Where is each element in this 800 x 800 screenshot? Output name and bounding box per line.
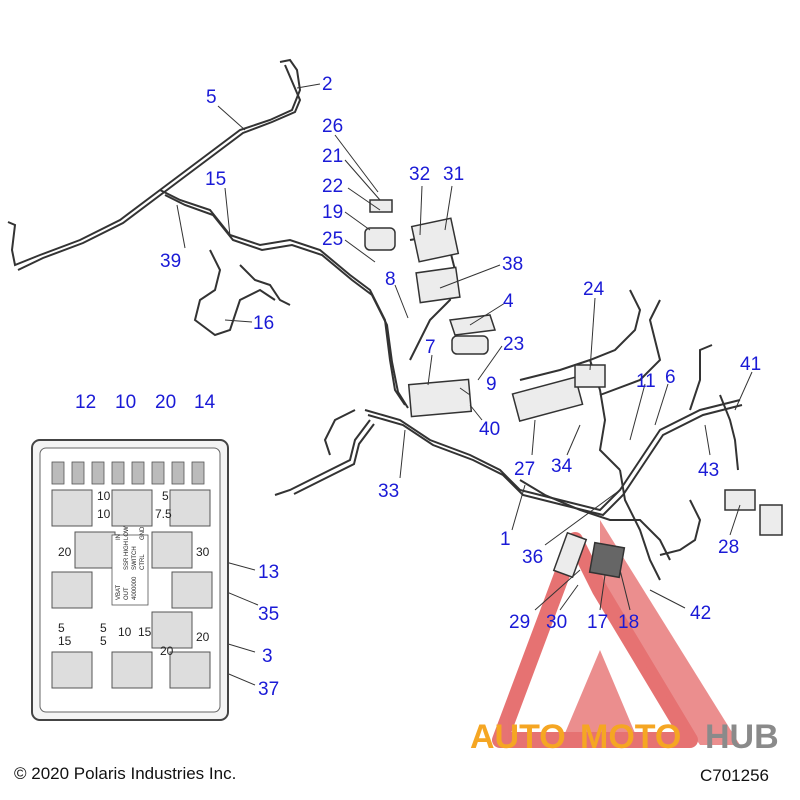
ecu-module xyxy=(410,217,460,263)
module-4 xyxy=(451,335,489,355)
watermark-moto: MOTO xyxy=(580,718,681,756)
callout-33: 33 xyxy=(378,481,399,502)
watermark-logo xyxy=(492,520,740,748)
components xyxy=(364,199,783,579)
callout-11: 11 xyxy=(636,371,656,392)
callout-19: 19 xyxy=(322,202,343,223)
callout-labels: 1 2 3 4 5 6 7 8 9 10 11 12 13 14 15 16 1… xyxy=(75,74,761,700)
callout-24: 24 xyxy=(583,279,605,300)
callout-21: 21 xyxy=(322,146,343,167)
fuse-sockets xyxy=(51,489,213,689)
watermark-hub: HUB xyxy=(705,718,779,756)
pad-4 xyxy=(448,314,497,336)
callout-5: 5 xyxy=(206,87,217,108)
callout-8: 8 xyxy=(385,269,396,290)
panel-line-6: CTRL xyxy=(140,554,146,570)
fuse-rating-13: 5 xyxy=(100,634,107,648)
fuse-rating-7: 20 xyxy=(196,630,210,644)
fuse-rating-9: 5 xyxy=(100,621,107,635)
callout-40: 40 xyxy=(479,419,500,440)
callout-13: 13 xyxy=(258,562,279,583)
fuse-rating-1: 10 xyxy=(97,489,111,503)
callout-3: 3 xyxy=(262,646,273,667)
callout-43: 43 xyxy=(698,460,719,481)
bracket-22 xyxy=(369,199,393,213)
callout-29: 29 xyxy=(509,612,530,633)
module-17 xyxy=(588,541,626,579)
harness-wires xyxy=(7,58,743,581)
fuse-rating-10: 15 xyxy=(58,634,72,648)
fuse-rating-3: 7.5 xyxy=(155,507,172,521)
panel-line-9: LOW xyxy=(124,526,130,540)
callout-38: 38 xyxy=(502,254,523,275)
diagram-code: C701256 xyxy=(700,766,770,785)
callout-1: 1 xyxy=(500,529,511,550)
callout-27: 27 xyxy=(514,459,535,480)
fuse-rating-8: 5 xyxy=(58,621,65,635)
fuse-rating-4: 10 xyxy=(97,507,111,521)
callout-23: 23 xyxy=(503,334,524,355)
callout-4: 4 xyxy=(503,291,514,312)
callout-10: 10 xyxy=(115,392,136,413)
fuse-rating-6: 30 xyxy=(196,545,210,559)
panel-line-8: IN xyxy=(116,534,122,540)
module-28 xyxy=(759,504,783,536)
panel-line-7: GND xyxy=(140,526,146,540)
callout-18: 18 xyxy=(618,612,639,633)
callout-17: 17 xyxy=(587,612,608,633)
callout-31: 31 xyxy=(443,164,464,185)
callout-16: 16 xyxy=(253,313,274,334)
panel-line-1: VBAT xyxy=(116,584,122,600)
watermark-auto: AUTO xyxy=(470,718,566,756)
panel-line-2: OUT xyxy=(124,587,130,600)
callout-2: 2 xyxy=(322,74,333,95)
callout-41: 41 xyxy=(740,354,761,375)
callout-15: 15 xyxy=(205,169,226,190)
callout-9: 9 xyxy=(486,374,497,395)
callout-36: 36 xyxy=(522,547,543,568)
callout-30: 30 xyxy=(546,612,567,633)
fuse-block-7 xyxy=(407,378,473,418)
callout-28: 28 xyxy=(718,537,739,558)
callout-26: 26 xyxy=(322,116,343,137)
fuse-panel-label xyxy=(111,534,149,606)
bracket-29 xyxy=(552,531,588,579)
small-fuse-row xyxy=(51,461,205,485)
callout-39: 39 xyxy=(160,251,181,272)
fuse-rating-14: 20 xyxy=(160,644,174,658)
panel-line-3: 4000000 xyxy=(132,576,138,600)
callout-22: 22 xyxy=(322,176,343,197)
callout-7: 7 xyxy=(425,337,436,358)
callout-20: 20 xyxy=(155,392,176,413)
fuse-box: 10 5 7.5 10 20 30 20 5 5 15 15 10 5 20 V… xyxy=(31,439,229,721)
bracket-38 xyxy=(415,266,461,304)
fuse-rating-2: 5 xyxy=(162,489,169,503)
callout-34: 34 xyxy=(551,456,573,477)
panel-line-5: SWITCH xyxy=(132,546,138,570)
bracket-28 xyxy=(724,489,756,511)
callout-35: 35 xyxy=(258,604,279,625)
callout-42: 42 xyxy=(690,603,711,624)
callout-25: 25 xyxy=(322,229,343,250)
fuse-rating-5: 20 xyxy=(58,545,72,559)
callout-6: 6 xyxy=(665,367,676,388)
bracket-19 xyxy=(364,227,396,251)
callout-14: 14 xyxy=(194,392,216,413)
panel-line-4: SSR HIGH xyxy=(124,541,130,570)
copyright-text: © 2020 Polaris Industries Inc. xyxy=(14,764,237,783)
callout-37: 37 xyxy=(258,679,279,700)
relay-bank-27 xyxy=(511,376,584,422)
fuse-rating-12: 10 xyxy=(118,625,132,639)
fuse-rating-11: 15 xyxy=(138,625,152,639)
callout-32: 32 xyxy=(409,164,430,185)
callout-12: 12 xyxy=(75,392,96,413)
